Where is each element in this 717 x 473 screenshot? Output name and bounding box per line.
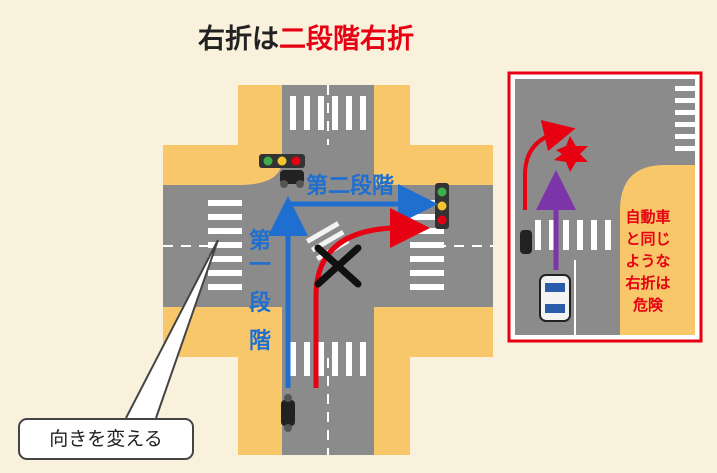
warning-line: 危険 xyxy=(632,296,663,314)
crosswalk-top xyxy=(290,96,366,130)
stage-one-char: 第 xyxy=(248,229,271,254)
car-icon xyxy=(539,274,571,322)
motorcycle-icon xyxy=(280,170,304,188)
stage-two-label: 第二段階 xyxy=(306,174,395,199)
crosswalk-left xyxy=(208,200,242,290)
motorcycle-icon xyxy=(520,230,532,254)
callout-pointer xyxy=(125,239,219,419)
motorcycle-icon xyxy=(281,394,295,432)
traffic-light-icon xyxy=(259,154,305,168)
warning-line: ような xyxy=(625,252,671,270)
warning-text: 自動車 と同じ ような 右折は 危険 xyxy=(625,206,671,316)
warning-line: と同じ xyxy=(625,230,671,248)
collision-icon xyxy=(554,136,588,172)
crosswalk-bottom xyxy=(290,342,366,376)
direct-turn-arrow xyxy=(313,208,430,388)
stage-arrows xyxy=(268,184,438,388)
inset-panel xyxy=(507,71,703,343)
traffic-light-icon xyxy=(435,183,449,229)
warning-line: 右折は xyxy=(625,274,671,292)
stage-one-char: 階 xyxy=(248,329,271,354)
callout-box: 向きを変える xyxy=(18,418,194,460)
diagram-title: 右折は二段階右折 xyxy=(198,20,414,60)
title-normal: 右折は xyxy=(198,24,279,55)
title-highlight: 二段階右折 xyxy=(279,24,414,55)
warning-line: 自動車 xyxy=(625,208,671,226)
stage-one-char: 段 xyxy=(248,291,271,316)
x-mark-icon xyxy=(314,244,362,288)
stage-one-char: 一 xyxy=(248,253,271,278)
stage-one-label: 第 一 段 階 xyxy=(248,230,272,354)
main-intersection xyxy=(163,85,493,455)
